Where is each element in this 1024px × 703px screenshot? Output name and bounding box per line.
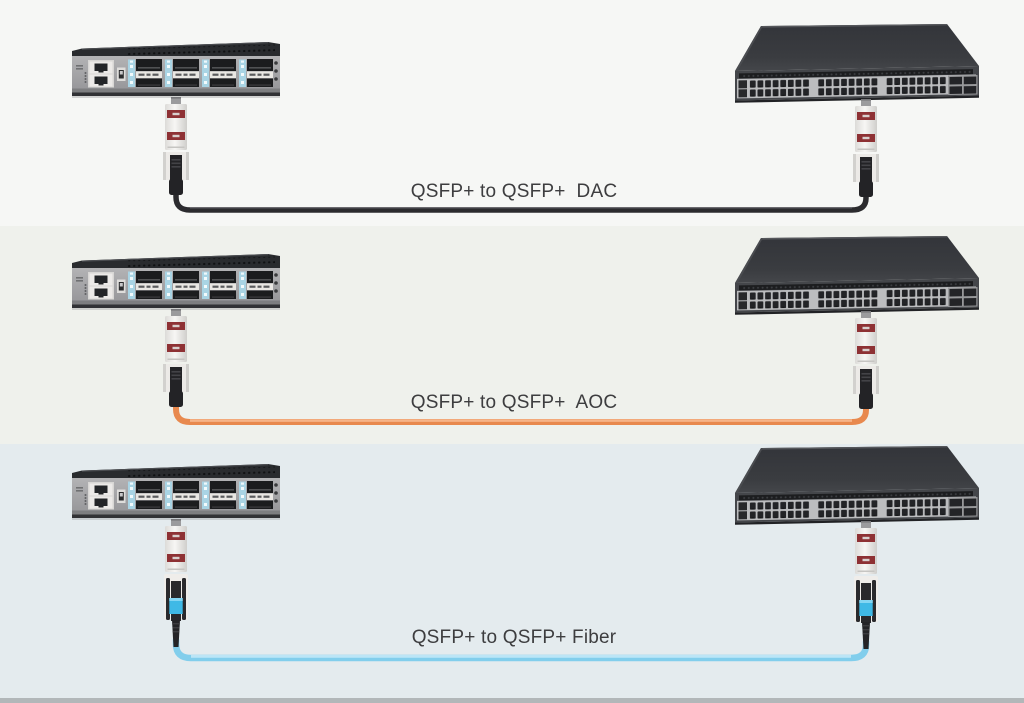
cable-type-label-dac: QSFP+ to QSFP+ DAC [410, 181, 618, 202]
footer-strip [0, 698, 1024, 703]
fiber-cable [172, 636, 870, 662]
48port-switch-right [735, 24, 979, 103]
48port-switch-right [735, 446, 979, 525]
48port-switch-right [735, 236, 979, 315]
qsfp-switch-left [72, 464, 280, 520]
row-fiber [72, 446, 979, 662]
row-aoc [72, 236, 979, 425]
cable-type-label-fiber: QSFP+ to QSFP+ Fiber [411, 627, 617, 648]
row-dac [72, 24, 979, 213]
dac-cable [173, 188, 869, 213]
cable-type-label-aoc: QSFP+ to QSFP+ AOC [410, 392, 618, 413]
qsfp-switch-left [72, 254, 280, 310]
aoc-cable [173, 400, 869, 425]
qsfp-switch-left [72, 42, 280, 98]
